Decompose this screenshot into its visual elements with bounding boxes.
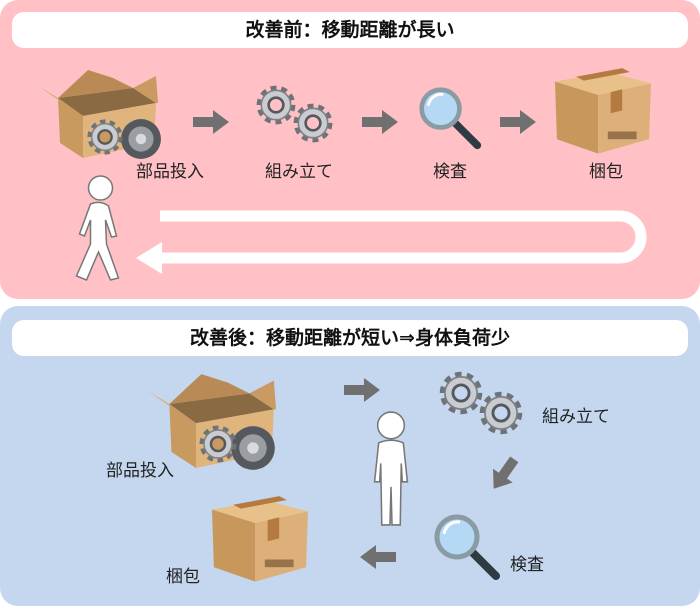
gear-icon <box>292 102 334 144</box>
arrow-left-icon <box>360 545 396 569</box>
closed-box-icon <box>212 488 308 584</box>
step-label-packing: 梱包 <box>589 162 623 182</box>
after-panel: 改善後：移動距離が短い⇒身体負荷少 <box>0 306 700 606</box>
step-label-inspection: 検査 <box>510 555 544 575</box>
gear-icon <box>86 118 124 156</box>
step-label-packing: 梱包 <box>166 567 200 587</box>
before-title: 改善前：移動距離が長い <box>12 12 688 48</box>
arrow-right-icon <box>500 110 536 134</box>
after-title: 改善後：移動距離が短い⇒身体負荷少 <box>12 320 688 356</box>
arrow-right-icon <box>344 378 380 402</box>
step-label-assembly: 組み立て <box>265 162 333 182</box>
before-panel: 改善前：移動距離が長い 部品投入 組み立て 検査 梱包 <box>0 0 700 299</box>
disc-icon <box>120 118 162 160</box>
step-label-inspection: 検査 <box>433 162 467 182</box>
gear-icon <box>198 424 238 464</box>
step-label-assembly: 組み立て <box>542 407 610 427</box>
magnifier-icon <box>432 512 502 582</box>
gear-icon <box>478 390 524 436</box>
step-label-parts: 部品投入 <box>136 162 204 182</box>
closed-box-icon <box>555 62 651 154</box>
arrow-right-icon <box>193 110 229 134</box>
walking-person-icon <box>70 174 125 284</box>
return-arrow-icon <box>136 210 647 274</box>
standing-person-icon <box>370 410 412 528</box>
arrow-right-icon <box>362 110 398 134</box>
gear-icon <box>255 84 297 126</box>
step-label-parts: 部品投入 <box>106 461 174 481</box>
magnifier-icon <box>417 85 483 151</box>
